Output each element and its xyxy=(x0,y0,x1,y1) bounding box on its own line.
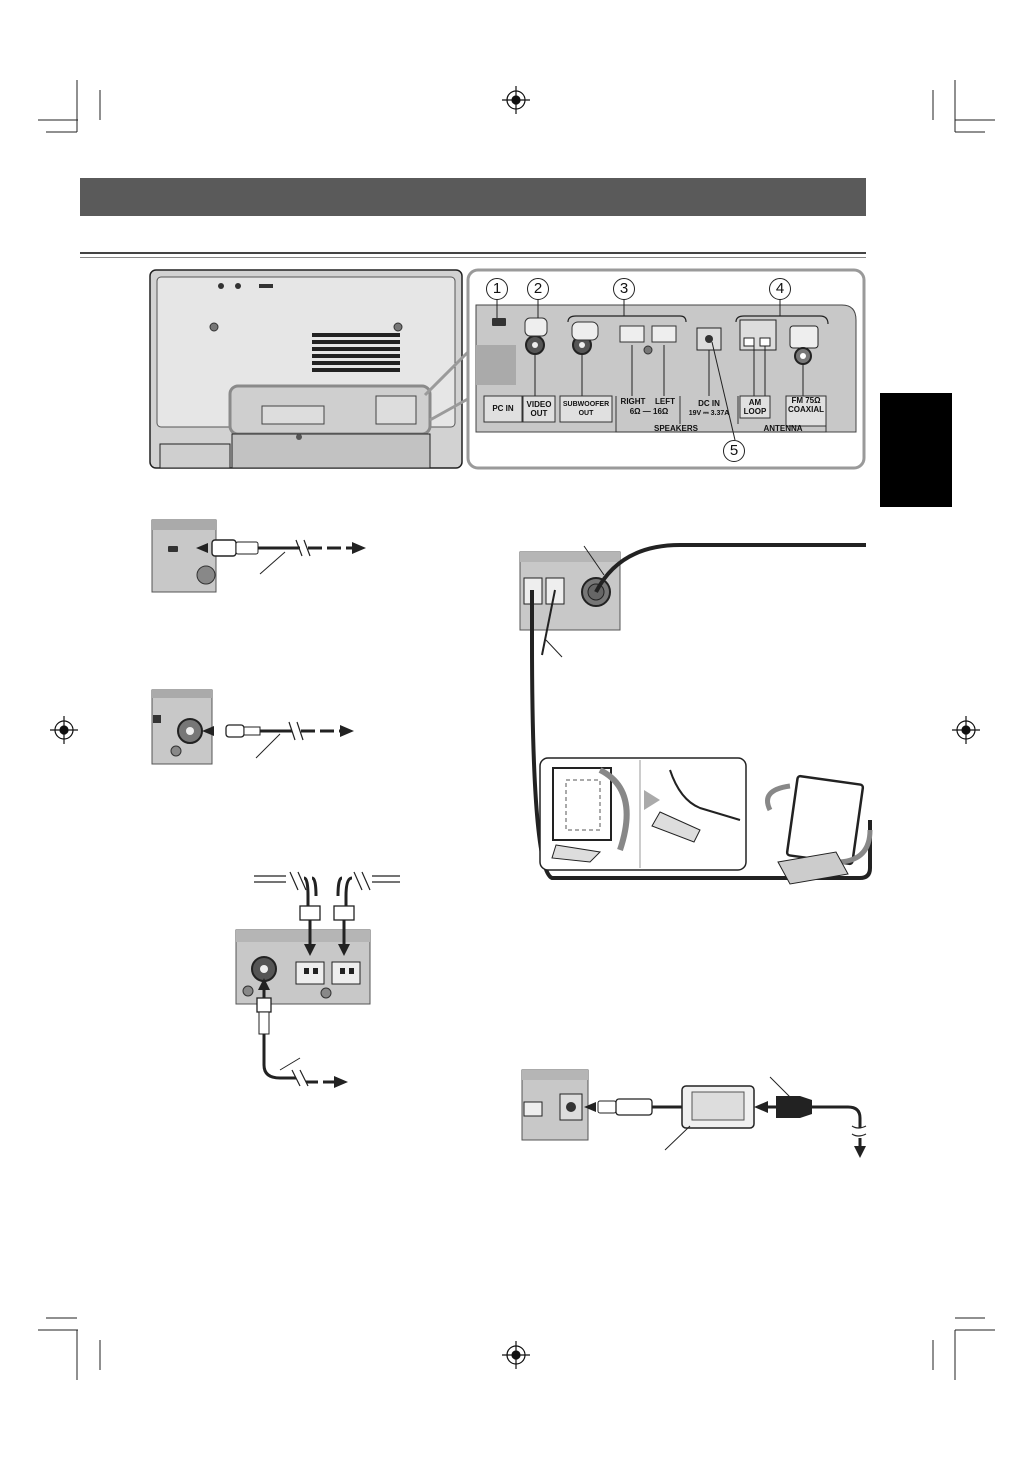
label-pc-in: PC IN xyxy=(492,404,514,413)
registration-marks xyxy=(50,86,980,1369)
callout-4: 4 xyxy=(769,278,791,300)
label-subwoofer-out: SUBWOOFER OUT xyxy=(562,401,610,417)
label-dc-in: DC IN xyxy=(698,399,720,408)
callout-1: 1 xyxy=(486,278,508,300)
video-out-connection-diagram xyxy=(151,689,354,765)
callout-3: 3 xyxy=(613,278,635,300)
unit-rear-view xyxy=(149,269,477,469)
label-speakers-left: LEFT xyxy=(655,397,675,406)
label-speakers-group: SPEAKERS xyxy=(653,424,698,433)
pc-in-connection-diagram xyxy=(151,519,366,593)
speaker-subwoofer-connection-diagram xyxy=(235,871,400,1088)
label-am-loop: AM LOOP xyxy=(743,398,767,416)
label-antenna-group: ANTENNA xyxy=(763,424,803,433)
label-dc-spec: 19V ⎓ 3.37A xyxy=(688,410,730,417)
label-speakers-right: RIGHT xyxy=(620,397,646,406)
subsection-rule-thin xyxy=(80,257,866,258)
antenna-connection-diagram xyxy=(519,543,873,885)
crop-marks xyxy=(38,80,995,1380)
label-fm-coaxial: FM 75Ω COAXIAL xyxy=(788,396,824,414)
callout-2: 2 xyxy=(527,278,549,300)
label-speakers-impedance: 6Ω — 16Ω xyxy=(629,407,669,416)
subsection-rule xyxy=(80,252,866,254)
label-video-out: VIDEO OUT xyxy=(526,400,552,418)
enlarged-terminal-panel xyxy=(466,268,866,470)
dc-in-connection-diagram xyxy=(521,1069,867,1158)
callout-5: 5 xyxy=(723,440,745,462)
chapter-side-tab xyxy=(880,393,952,507)
section-header-bar xyxy=(80,178,866,216)
